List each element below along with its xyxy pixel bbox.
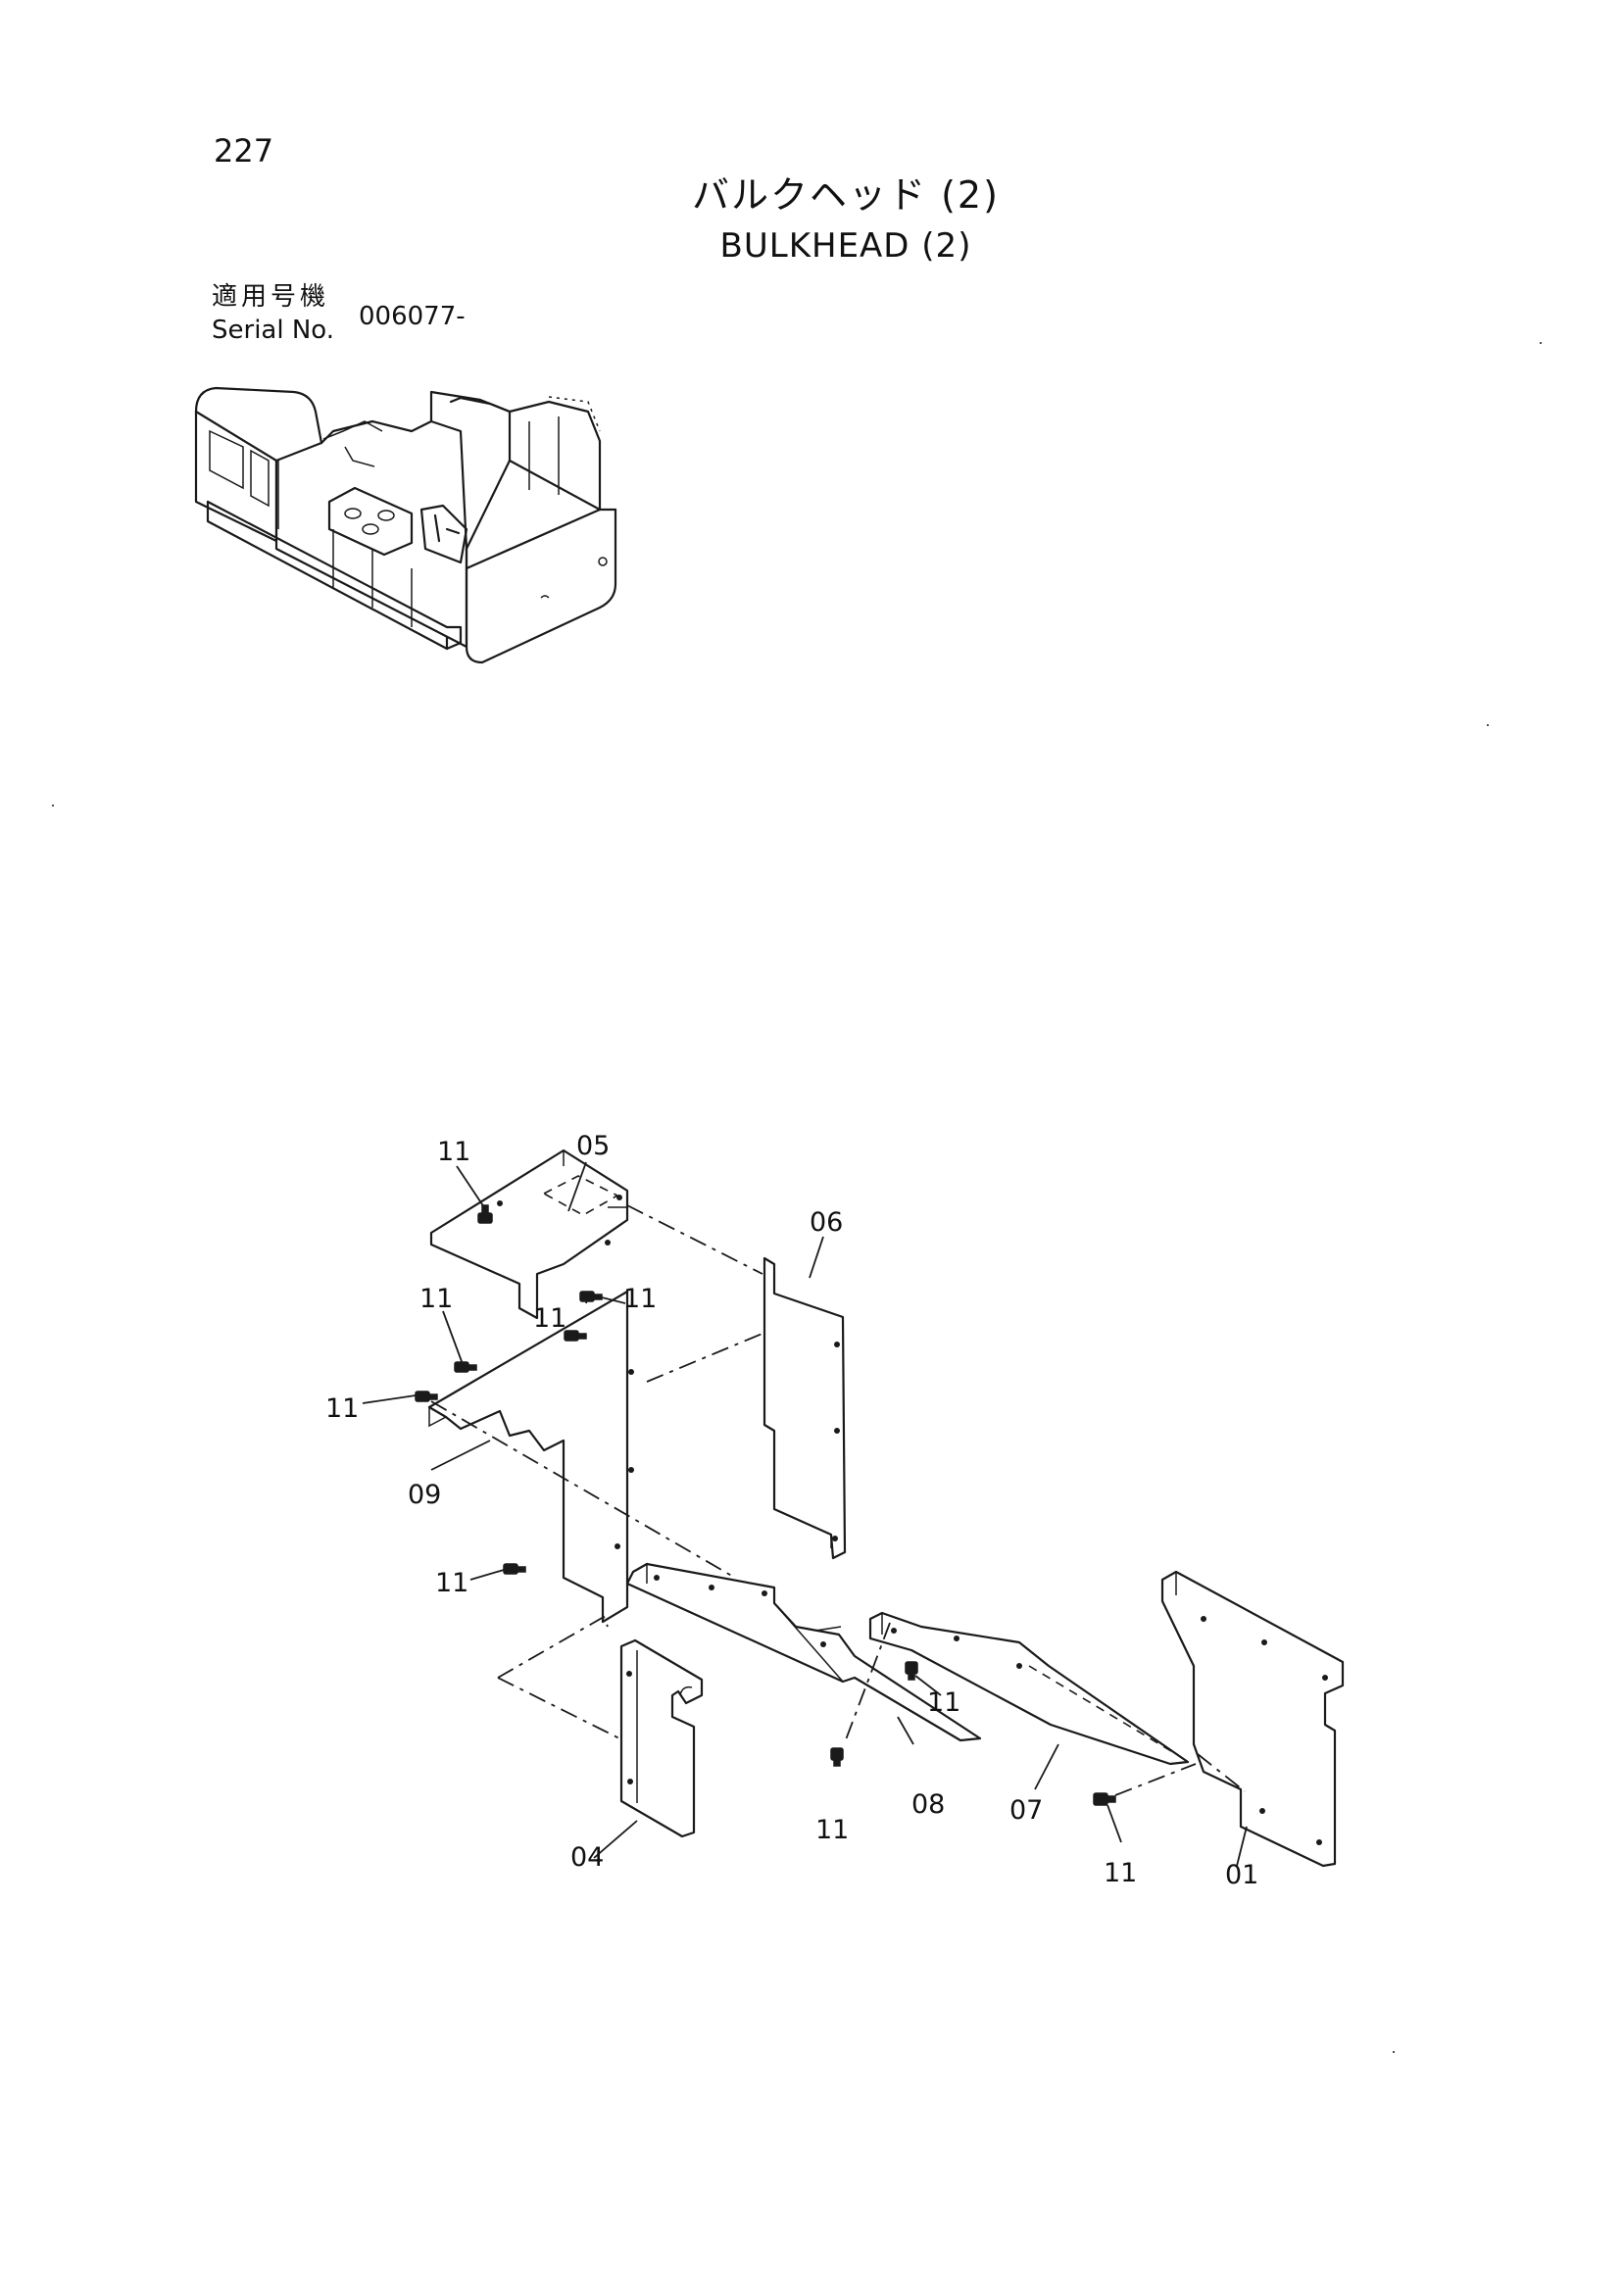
- part-08-channel: [625, 1562, 982, 1742]
- callout-11-bottom-right: 11: [1104, 1858, 1137, 1888]
- serial-label-english: Serial No.: [212, 316, 334, 345]
- alignment-lines: [430, 1204, 1246, 1796]
- machine-location-thumbnail: [194, 386, 617, 664]
- callout-05: 05: [576, 1131, 610, 1161]
- serial-number-value: 006077-: [359, 302, 466, 331]
- page-number: 227: [214, 132, 274, 170]
- callout-11-bottom: 11: [815, 1815, 849, 1845]
- callout-11-mid-right: 11: [623, 1284, 657, 1314]
- callout-01: 01: [1225, 1860, 1258, 1890]
- bolt-set: [415, 1204, 1116, 1806]
- callout-06: 06: [810, 1207, 843, 1238]
- part-01-plate: [1160, 1570, 1345, 1868]
- part-05-plate: [429, 1148, 629, 1320]
- bulkhead-exploded-view: 11 05 06 11 11 11 11 09 11 04 11 08 11 0…: [325, 1131, 1345, 1890]
- serial-label-japanese: 適用号機: [212, 282, 330, 312]
- page-title-english: BULKHEAD (2): [719, 226, 972, 266]
- part-09-bracket: [427, 1290, 634, 1624]
- bolt-b: [579, 1291, 603, 1302]
- bolt-a: [477, 1204, 493, 1224]
- bolt-c: [564, 1330, 587, 1342]
- bolt-h: [830, 1747, 844, 1767]
- callout-11-center: 11: [927, 1687, 960, 1718]
- callout-04: 04: [570, 1842, 604, 1873]
- callout-11-top: 11: [437, 1137, 470, 1167]
- bolt-e: [415, 1391, 438, 1402]
- part-06-plate: [762, 1256, 847, 1560]
- bolt-d: [454, 1361, 477, 1373]
- bolt-g: [905, 1661, 918, 1681]
- callout-11-mid-left: 11: [533, 1303, 566, 1334]
- bolt-f: [503, 1563, 526, 1575]
- page-title-japanese: バルクヘッド (2): [692, 173, 1000, 217]
- part-07-channel: [868, 1611, 1190, 1766]
- bolt-i: [1093, 1792, 1116, 1806]
- callout-11-left-upper: 11: [419, 1284, 453, 1314]
- callout-08: 08: [911, 1789, 945, 1820]
- callout-09: 09: [408, 1480, 441, 1510]
- leader-lines: [362, 1161, 1248, 1867]
- callout-11-left-lower: 11: [435, 1568, 468, 1598]
- callout-11-left: 11: [325, 1393, 359, 1424]
- callout-07: 07: [1009, 1795, 1043, 1826]
- part-04-bracket: [619, 1638, 704, 1838]
